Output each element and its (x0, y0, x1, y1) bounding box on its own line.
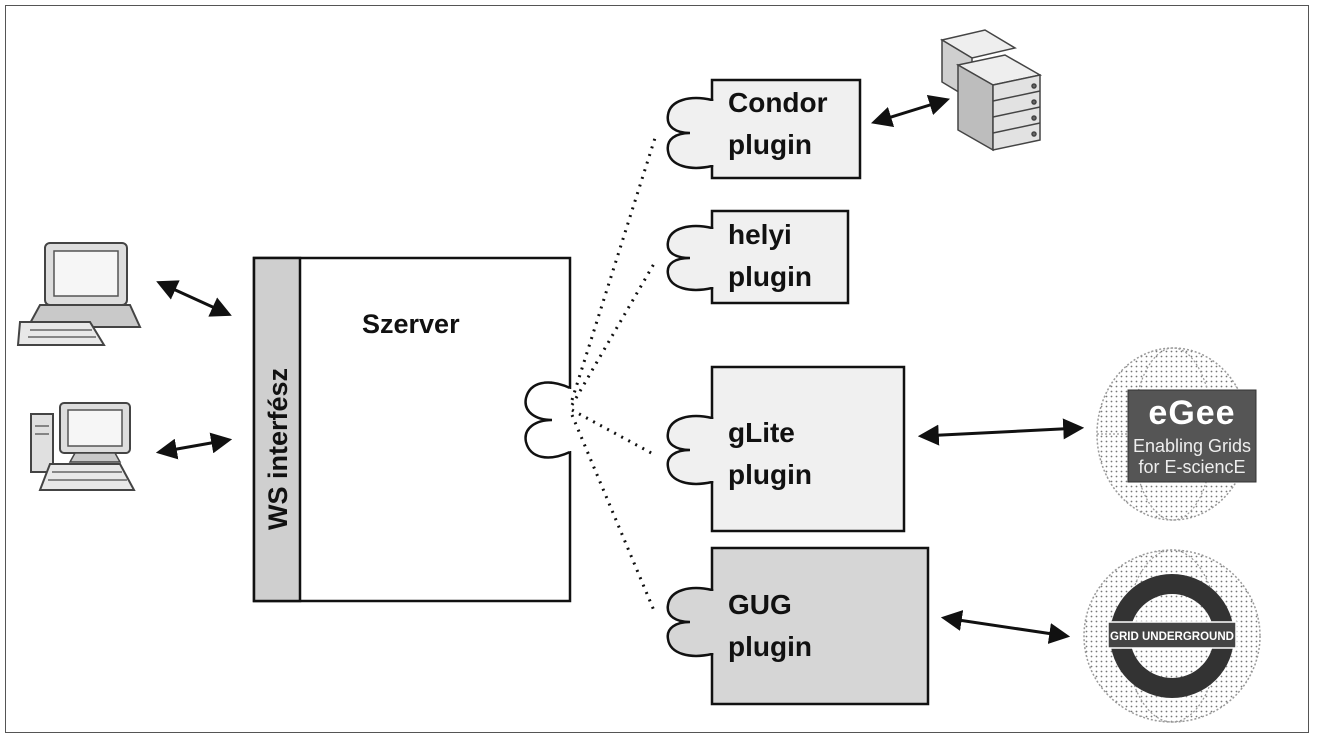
plugin-glite: gLite plugin (666, 365, 906, 533)
desktop-computer-icon (16, 242, 142, 346)
gug-logo-text: GRID UNDERGROUND (1110, 631, 1234, 643)
condor-arrow (870, 94, 951, 128)
plugin-connectors (570, 137, 657, 614)
server-title: Szerver (362, 309, 460, 339)
plugin-condor-line1: Condor (728, 87, 828, 118)
plugin-condor-line2: plugin (728, 129, 812, 160)
egee-name: eGee (1148, 394, 1235, 432)
gug-arrow (940, 610, 1071, 644)
plugin-condor: Condor plugin (666, 78, 862, 180)
ws-interface-bar (252, 256, 302, 603)
server-rack-icon (940, 29, 1043, 152)
egee-tagline2: for E-sciencE (1138, 457, 1245, 477)
client2-arrow (155, 432, 233, 460)
egee-tagline1: Enabling Grids (1133, 436, 1251, 456)
client1-arrow (156, 280, 232, 317)
grid-underground-globe-icon: GRID UNDERGROUND (1083, 549, 1261, 723)
plugin-gug-line1: GUG (728, 589, 792, 620)
server-box: WS interfész Szerver (252, 256, 572, 603)
plugin-glite-line2: plugin (728, 459, 812, 490)
egee-globe-icon: eGee Enabling Grids for E-sciencE (1096, 347, 1257, 521)
plugin-helyi-line1: helyi (728, 219, 792, 250)
plugin-helyi: helyi plugin (666, 209, 850, 305)
plugin-gug-line2: plugin (728, 631, 812, 662)
plugin-gug: GUG plugin (666, 546, 930, 706)
ws-interface-label: WS interfész (263, 368, 293, 530)
glite-arrow (917, 418, 1085, 446)
plugin-glite-line1: gLite (728, 417, 795, 448)
server-puzzle-tab (524, 381, 571, 459)
plugin-helyi-line2: plugin (728, 261, 812, 292)
tower-computer-icon (30, 402, 136, 491)
